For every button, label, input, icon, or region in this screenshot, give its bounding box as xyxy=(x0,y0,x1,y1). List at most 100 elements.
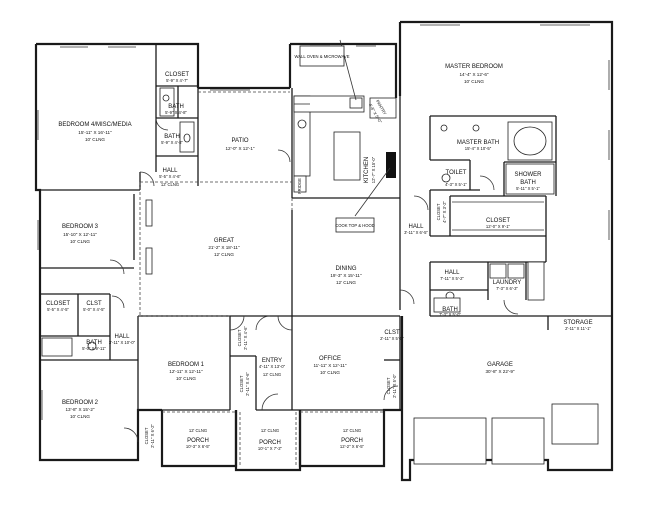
shower-icon xyxy=(505,163,555,195)
bath-w-dim: 5'-0" X 9'-11" xyxy=(82,346,106,351)
bedroom4-ceil: 10' CLNG xyxy=(85,137,105,142)
dining-dim: 19'-3" X 15'-11" xyxy=(330,273,362,278)
dashed-lines xyxy=(138,91,384,466)
master-ceil: 10' CLNG xyxy=(464,79,484,84)
porch2-dim: 10'-1" X 7'-2" xyxy=(258,446,283,451)
garage-storage-cabinet xyxy=(551,403,599,445)
shower-dim: 5'-11" X 5'-1" xyxy=(516,186,540,191)
bedroom1-ceil: 10' CLNG xyxy=(176,376,196,381)
room-labels: BEDROOM 4/MISC/MEDIA 15'-11" X 16'-11" 1… xyxy=(46,45,593,451)
bedroom1-name: BEDROOM 1 xyxy=(168,362,205,368)
closet-master-dim: 12'-0" X 9'-1" xyxy=(486,224,511,229)
hall-laundry-dim: 7'-11" X 5'-2" xyxy=(440,276,464,281)
closet-b2-name: CLOSET xyxy=(144,427,149,444)
bath-top2-name: BATH xyxy=(164,134,180,140)
tub-icon xyxy=(41,337,73,357)
bath-top-name: BATH xyxy=(168,104,184,110)
closet-entry-name: CLOSET xyxy=(239,375,244,392)
storage-dim: 2'-11" X 11'-1" xyxy=(565,326,591,331)
closet-b1-dim: 2'-11" X 4'-6" xyxy=(243,326,248,350)
closet-v1-name: CLOSET xyxy=(436,203,441,220)
bedroom4-dim: 15'-11" X 16'-11" xyxy=(78,130,112,135)
shower-name: SHOWER xyxy=(515,172,543,178)
cooktop-label: COOK TOP & HOOD xyxy=(335,223,375,228)
toilet-dim: 4'-3" X 5'-1" xyxy=(445,182,467,187)
hall-w-dim: 3'-11" X 10'-0" xyxy=(109,340,136,345)
closet-office-name: CLOSET xyxy=(386,377,391,394)
master-dim: 14'-4" X 12'-6" xyxy=(459,72,488,77)
bedroom1-dim: 12'-11" X 12'-11" xyxy=(169,369,203,374)
closet-v1-dim: 4'-7" X 3'-2" xyxy=(442,201,447,223)
doors xyxy=(109,117,519,443)
hall-w-name: HALL xyxy=(114,334,130,340)
closet-b1-name: CLOSET xyxy=(237,329,242,346)
porch2-name: PORCH xyxy=(259,440,281,446)
hall-top-ceil: 12' CLNG xyxy=(161,182,179,187)
master-name: MASTER BEDROOM xyxy=(445,64,503,70)
oven-icon xyxy=(349,97,363,109)
interior-walls xyxy=(36,44,612,411)
fixtures xyxy=(41,39,599,465)
hall-top-dim: 5'-5" X 4'-6" xyxy=(159,174,181,179)
hall-mid-name: HALL xyxy=(408,224,424,230)
dining-name: DINING xyxy=(336,266,357,272)
pantry-shelf xyxy=(369,97,397,119)
porch1-name: PORCH xyxy=(187,438,209,444)
porch3-ceil: 12' CLNG xyxy=(343,428,361,433)
entry-dim: 4'-11" X 13'-0" xyxy=(259,364,286,369)
toilet-icon xyxy=(441,173,451,183)
storage-name: STORAGE xyxy=(563,320,592,326)
kitchen-name: KITCHEN xyxy=(364,157,370,183)
master-bath-name: MASTER BATH xyxy=(457,140,499,146)
bath-laundry-dim: 7'-3" X 5'-0" xyxy=(439,312,461,317)
shower-name2: BATH xyxy=(520,180,536,186)
porch2-ceil: 12' CLNG xyxy=(261,428,279,433)
great-name: GREAT xyxy=(214,238,235,244)
toilet-name: TOILET xyxy=(446,170,467,176)
kitchen-island xyxy=(333,131,361,181)
office-dim: 11'-11" X 12'-11" xyxy=(313,363,346,368)
porch3-dim: 12'-2" X 6'-5" xyxy=(340,444,365,449)
hall-laundry-name: HALL xyxy=(444,270,460,276)
closet-w1-dim: 5'-5" X 4'-5" xyxy=(47,307,69,312)
patio-name: PATIO xyxy=(231,138,248,144)
closet-entry-dim: 2'-11" X 4'-6" xyxy=(245,372,250,396)
patio-dim: 12'-0" X 12'-1" xyxy=(225,146,254,151)
bedroom3-ceil: 10' CLNG xyxy=(70,239,90,244)
bedroom2-ceil: 10' CLNG xyxy=(70,414,90,419)
sink-icon xyxy=(297,119,307,129)
fridge-icon xyxy=(293,175,307,193)
bath-top2-dim: 5'-9" X 4'-8" xyxy=(161,140,183,145)
cooktop-icon xyxy=(386,152,396,178)
sink-icon xyxy=(183,133,191,143)
bedroom3-name: BEDROOM 3 xyxy=(62,224,99,230)
entry-ceil: 12' CLNG xyxy=(263,372,281,377)
porch1-dim: 10'-3" X 6'-5" xyxy=(186,444,211,449)
toilet-icon xyxy=(87,341,97,351)
toilet-icon xyxy=(162,94,170,102)
closet-master-name: CLOSET xyxy=(486,218,510,224)
bedroom2-name: BEDROOM 2 xyxy=(62,400,99,406)
laundry-dim: 7'-3" X 6'-3" xyxy=(496,286,518,291)
office-ceil: 10' CLNG xyxy=(320,370,340,375)
bedroom3-dim: 15'-10" X 12'-11" xyxy=(63,232,97,237)
hall-mid-dim: 3'-11" X 6'-5" xyxy=(404,230,428,235)
closet-w1-name: CLOSET xyxy=(46,301,70,307)
bedroom2-dim: 13'-8" X 15'-2" xyxy=(65,407,94,412)
closet-b4-dim: 5'-9" X 4'-7" xyxy=(166,78,188,83)
closet-b2-dim: 2'-11" X 6'-2" xyxy=(150,424,155,448)
clst-w-dim: 5'-0" X 4'-5" xyxy=(83,307,105,312)
hall-top-name: HALL xyxy=(162,168,178,174)
porch3-name: PORCH xyxy=(341,438,363,444)
bath-laundry-name: BATH xyxy=(442,307,458,313)
garage-door-left xyxy=(413,417,487,465)
bedroom4-name: BEDROOM 4/MISC/MEDIA xyxy=(58,122,131,128)
fridge-label: FRIDGE xyxy=(297,178,302,194)
laundry-name: LAUNDRY xyxy=(493,280,522,286)
garage-name: GARAGE xyxy=(487,362,513,368)
office-name: OFFICE xyxy=(319,356,341,362)
bath-w-name: BATH xyxy=(86,340,102,346)
great-ceil: 12' CLNG xyxy=(214,252,234,257)
closet-office-dim: 2'-11" X 5'-0" xyxy=(392,374,397,398)
